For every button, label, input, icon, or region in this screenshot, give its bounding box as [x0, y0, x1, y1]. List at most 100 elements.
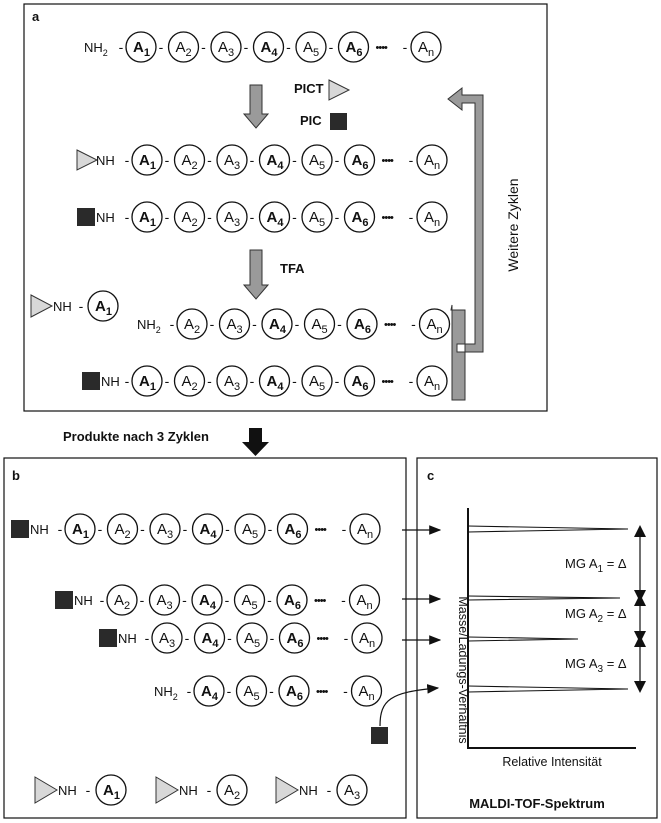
- square-icon: [55, 591, 73, 609]
- residue-a6: A6: [337, 31, 370, 63]
- bond-dash: -: [170, 316, 175, 332]
- peptide-chain: NH-A1-A2-A3-A4-A5-A6••••-An: [82, 365, 448, 397]
- residue-circle: [410, 31, 442, 63]
- peptide-chain: NH2-A2-A3-A4-A5-A6••••-An: [137, 308, 451, 340]
- tfa-label: TFA: [280, 261, 305, 276]
- spectrum-peak-1: [467, 525, 629, 533]
- bond-dash: -: [125, 209, 130, 225]
- residue-a1: A1: [125, 31, 157, 63]
- bond-dash: -: [159, 39, 164, 55]
- residue-circle: [258, 144, 291, 176]
- nh-group: NH: [118, 631, 137, 646]
- nh-group: NH: [96, 210, 115, 225]
- pic-label: PIC: [300, 113, 322, 128]
- residue-a4: A4: [258, 365, 291, 397]
- residue-a6: A6: [343, 201, 376, 233]
- nh-group: NH: [179, 783, 198, 798]
- residue-label: A6: [354, 316, 371, 336]
- residue-a1: A1: [64, 513, 96, 545]
- bond-dash: -: [185, 630, 190, 646]
- residue-circle: [343, 201, 376, 233]
- bond-dash: -: [165, 209, 170, 225]
- peptide-chain: NH-A2-A3-A4-A5-A6••••-An: [55, 584, 381, 616]
- bond-dash: -: [269, 683, 274, 699]
- residue-label: A6: [352, 373, 369, 393]
- square-icon: [371, 727, 388, 744]
- mass-diff-label: MG A1 = Δ: [565, 556, 627, 575]
- residue-circle: [416, 365, 448, 397]
- bond-dash: -: [187, 683, 192, 699]
- bond-dash: -: [227, 683, 232, 699]
- products-down-arrow: [242, 428, 269, 456]
- residue-a2: A2: [167, 31, 200, 63]
- y-axis-label: Masse/Ladungs-Verhältnis: [456, 596, 470, 743]
- residue-label: A5: [309, 152, 325, 172]
- residue-a3: A3: [148, 584, 181, 616]
- residue-a6: A6: [276, 513, 309, 545]
- residue-circle: [173, 201, 206, 233]
- residue-a4: A4: [191, 584, 223, 616]
- bond-dash: -: [252, 316, 257, 332]
- bond-dash: -: [250, 373, 255, 389]
- residue-label: An: [424, 152, 440, 172]
- residue-circle: [343, 144, 376, 176]
- bond-dash: -: [225, 521, 230, 537]
- residue-an: An: [416, 144, 448, 176]
- spectrum-peak-2: [467, 595, 621, 601]
- residue-label: A4: [267, 373, 285, 393]
- residue-label: A2: [182, 209, 198, 229]
- connector-curve: [379, 684, 440, 727]
- residue-label: A4: [269, 316, 287, 336]
- residue-label: A4: [267, 152, 285, 172]
- residue-circle: [216, 201, 248, 233]
- bond-dash: -: [165, 152, 170, 168]
- residue-a5: A5: [301, 365, 333, 397]
- chain-ellipsis: ••••: [314, 595, 327, 607]
- bond-dash: -: [125, 373, 130, 389]
- bond-dash: -: [409, 152, 414, 168]
- residue-a2: A2: [176, 308, 208, 340]
- residue-label: A2: [184, 316, 200, 336]
- residue-label: An: [424, 209, 440, 229]
- residue-label: A3: [218, 39, 234, 59]
- residue-a3: A3: [149, 513, 181, 545]
- residue-a3: A3: [218, 308, 251, 340]
- residue-circle: [346, 308, 378, 340]
- peptide-chains: NH2-A1-A2-A3-A4-A5-A6••••-AnNH-A1-A2-A3-…: [11, 31, 451, 707]
- residue-label: A3: [224, 373, 240, 393]
- residue-label: A2: [115, 521, 131, 541]
- residue-label: An: [427, 316, 443, 336]
- bond-dash: -: [119, 39, 124, 55]
- panel-c-frame: [416, 457, 658, 819]
- residue-a1: A1: [87, 290, 119, 322]
- residue-circle: [95, 774, 127, 806]
- chain-ellipsis: ••••: [317, 633, 330, 645]
- residue-label: A2: [114, 592, 130, 612]
- residue-a3: A3: [336, 774, 368, 806]
- spectrum-peak-3: [467, 636, 579, 642]
- residue-a3: A3: [216, 201, 248, 233]
- residue-label: A5: [309, 373, 325, 393]
- x-axis-label: Relative Intensität: [502, 755, 602, 769]
- bond-dash: -: [227, 630, 232, 646]
- peptide-chain: NH2-A1-A2-A3-A4-A5-A6••••-An: [84, 31, 442, 63]
- residue-an: An: [416, 201, 448, 233]
- residue-circle: [348, 584, 381, 616]
- residue-circle: [295, 31, 327, 63]
- residue-circle: [252, 31, 285, 63]
- chain-ellipsis: ••••: [384, 319, 397, 331]
- residue-label: A4: [201, 683, 219, 703]
- bond-dash: -: [286, 39, 291, 55]
- triangle-icon: [155, 776, 179, 804]
- residue-a4: A4: [191, 513, 224, 545]
- residue-circle: [276, 584, 308, 616]
- bond-dash: -: [403, 39, 408, 55]
- residue-label: A3: [344, 782, 360, 802]
- spectrum-peak-4: [467, 685, 629, 693]
- bond-dash: -: [98, 521, 103, 537]
- residue-a5: A5: [303, 308, 336, 340]
- bond-dash: -: [207, 782, 212, 798]
- bond-dash: -: [341, 592, 346, 608]
- square-icon: [11, 520, 29, 538]
